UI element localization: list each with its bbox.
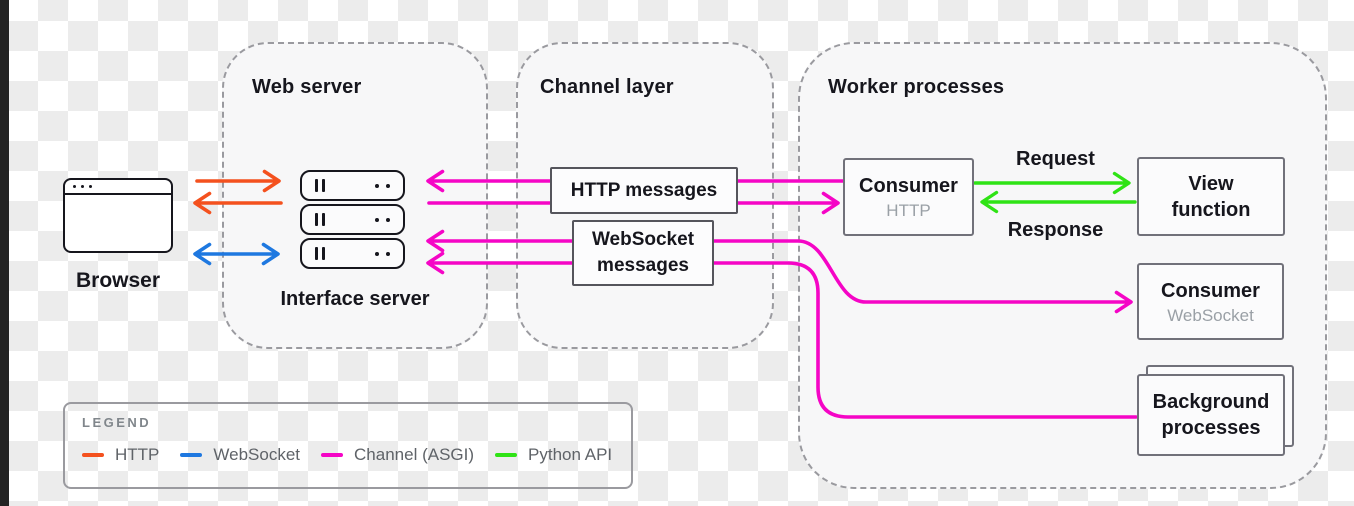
- browser-dot-icon: [81, 185, 84, 188]
- web-server-title: Web server: [252, 76, 362, 98]
- background-processes-box: Background processes: [1137, 374, 1285, 456]
- browser-icon: [63, 178, 173, 253]
- background-processes-label: Background processes: [1152, 391, 1270, 439]
- legend-items: HTTP WebSocket Channel (ASGI) Python API: [82, 445, 631, 465]
- browser-dot-icon: [73, 185, 76, 188]
- consumer-websocket-subtitle: WebSocket: [1167, 305, 1254, 325]
- browser-dot-icon: [89, 185, 92, 188]
- legend-item-channel: Channel (ASGI): [321, 445, 474, 465]
- interface-server-label: Interface server: [280, 288, 430, 310]
- legend-item-python-api: Python API: [495, 445, 612, 465]
- server-rack: [300, 204, 405, 235]
- consumer-websocket-title: Consumer: [1161, 279, 1260, 302]
- browser-titlebar: [65, 180, 171, 195]
- websocket-messages-box: WebSocket messages: [572, 220, 714, 286]
- http-messages-box: HTTP messages: [550, 167, 738, 214]
- consumer-http-title: Consumer: [859, 175, 958, 197]
- legend-item-websocket: WebSocket: [180, 445, 300, 465]
- legend-item-http: HTTP: [82, 445, 159, 465]
- left-edge-bar: [0, 0, 9, 506]
- rack-pause-icon: [315, 213, 325, 226]
- legend-item-label: Channel (ASGI): [354, 445, 475, 464]
- rack-dots-icon: [375, 183, 390, 188]
- response-label: Response: [1007, 219, 1104, 241]
- rack-dots-icon: [375, 251, 390, 256]
- legend-item-label: WebSocket: [213, 445, 301, 464]
- consumer-websocket-box: Consumer WebSocket: [1137, 263, 1284, 340]
- view-function-box: View function: [1137, 157, 1285, 236]
- rack-pause-icon: [315, 179, 325, 192]
- python-api-color-swatch: [495, 453, 518, 457]
- legend-title: LEGEND: [82, 415, 152, 430]
- view-function-label: View function: [1171, 172, 1251, 221]
- channel-layer-title: Channel layer: [540, 76, 674, 98]
- worker-processes-title: Worker processes: [828, 76, 1005, 98]
- browser-label: Browser: [75, 269, 161, 292]
- legend: LEGEND HTTP WebSocket Channel (ASGI) Pyt…: [63, 402, 633, 489]
- server-rack: [300, 238, 405, 269]
- http-color-swatch: [82, 453, 104, 457]
- legend-item-label: Python API: [528, 445, 613, 464]
- rack-pause-icon: [315, 247, 325, 260]
- request-label: Request: [1016, 148, 1095, 170]
- websocket-color-swatch: [180, 453, 203, 457]
- consumer-http-box: Consumer HTTP: [843, 158, 974, 236]
- channel-color-swatch: [321, 453, 344, 457]
- server-rack: [300, 170, 405, 201]
- consumer-http-subtitle: HTTP: [886, 201, 931, 220]
- rack-dots-icon: [375, 217, 390, 222]
- legend-item-label: HTTP: [115, 445, 160, 464]
